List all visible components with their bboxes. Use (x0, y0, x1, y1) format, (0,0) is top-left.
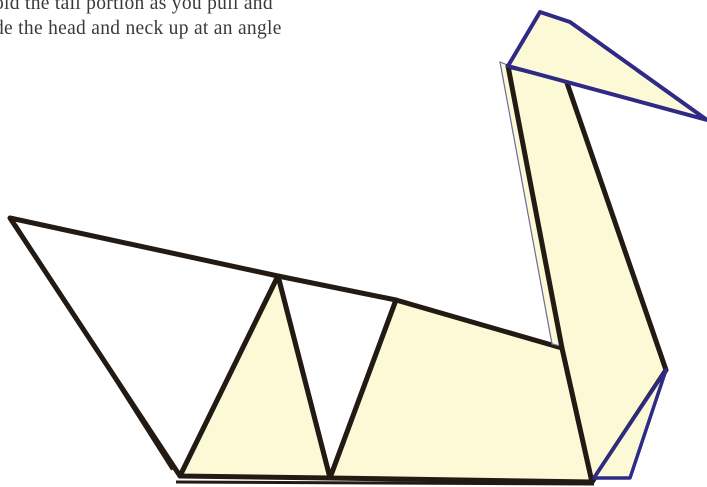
swan-base-line (176, 482, 594, 484)
